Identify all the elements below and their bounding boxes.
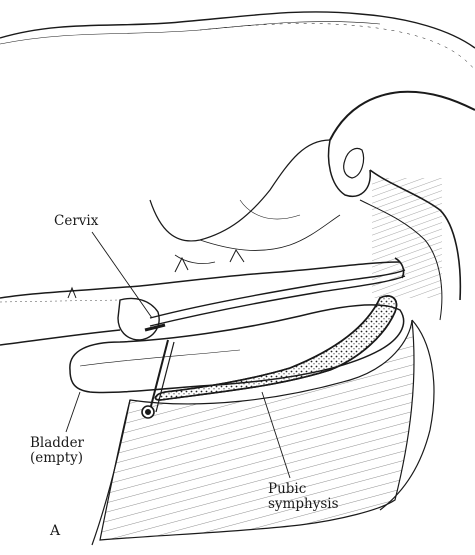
cervix-leader-line — [92, 232, 152, 318]
back-contour — [0, 12, 475, 70]
cervix-label: Cervix — [54, 214, 98, 229]
pubic-symphysis-label: Pubic symphysis — [268, 482, 339, 512]
bladder-label-line2: (empty) — [30, 451, 84, 466]
bladder-leader-line — [66, 392, 80, 432]
sacral-region — [329, 92, 475, 320]
bladder-label: Bladder (empty) — [30, 436, 84, 466]
bladder-label-line1: Bladder — [30, 436, 84, 451]
panel-letter: A — [50, 524, 60, 539]
cervix-structure — [118, 299, 165, 341]
pubic-label-line1: Pubic — [268, 482, 339, 497]
abdominal-contour — [150, 140, 340, 264]
pubic-label-line2: symphysis — [268, 497, 339, 512]
